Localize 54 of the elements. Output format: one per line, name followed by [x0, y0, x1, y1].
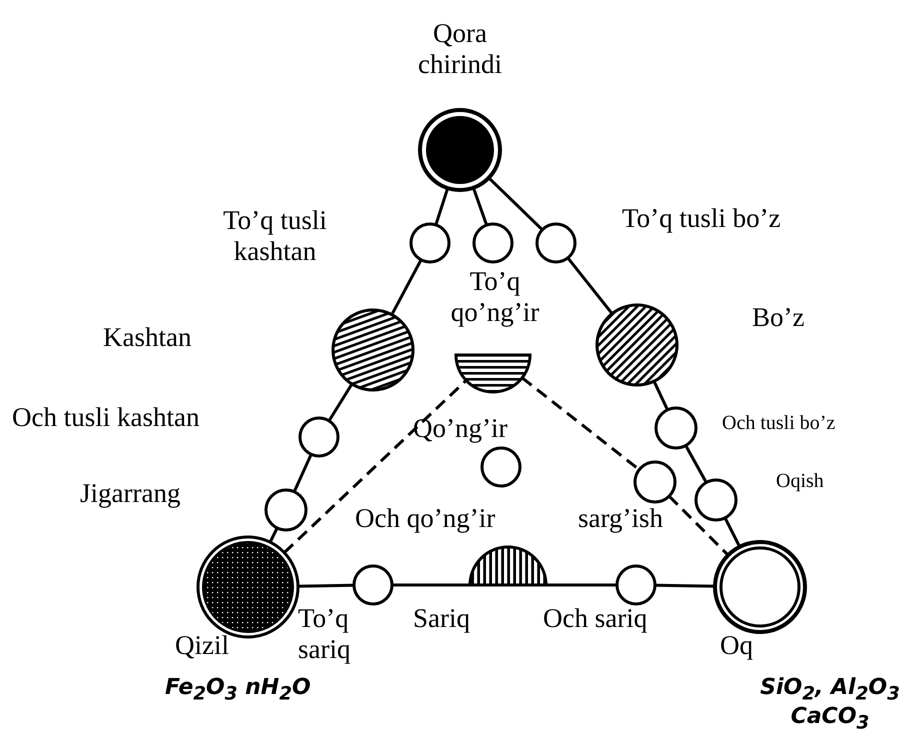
soil-color-label: Sariq	[413, 603, 470, 634]
soil-color-label: Och sariq	[543, 603, 648, 634]
connector-line	[390, 259, 422, 316]
circle-symbol	[472, 222, 514, 264]
connector-line	[684, 444, 708, 484]
connector-line	[566, 256, 614, 315]
connector-line	[392, 584, 470, 586]
circle-symbol	[352, 564, 394, 606]
circle-symbol	[418, 108, 502, 192]
soil-color-label: Qizil	[175, 630, 229, 662]
soil-color-label: To’q qo’ng’ir	[450, 266, 540, 328]
circle-symbol	[634, 460, 676, 504]
soil-color-label: Oqish	[776, 470, 824, 493]
soil-color-label: Och qo’ng’ir	[355, 503, 496, 534]
connector-line	[488, 176, 544, 231]
connector-line	[654, 584, 716, 588]
soil-color-label: Och tusli bo’z	[722, 412, 836, 435]
soil-color-label: Och tusli kashtan	[12, 402, 200, 434]
dashed-line	[668, 495, 730, 556]
soil-color-label: Qora chirindi	[417, 18, 503, 80]
circle-symbol	[713, 540, 807, 634]
soil-color-label: To’q sariq	[298, 603, 352, 666]
soil-color-label: Jigarrang	[80, 478, 180, 510]
soil-color-label: Oq	[720, 630, 753, 662]
connector-line	[328, 383, 354, 422]
connector-line	[652, 380, 669, 411]
formula-label: SiO$_{2}$, Al$_{2}$O$_{3}$ CaCO$_{3}$	[759, 676, 901, 734]
circle-symbol	[654, 406, 698, 450]
soil-color-label: Qo’ng’ir	[413, 413, 508, 444]
connector-line	[472, 187, 488, 226]
soil-color-label: Kashtan	[103, 322, 192, 354]
circle-symbol	[264, 488, 308, 532]
circle-symbol	[536, 222, 576, 264]
connector-line	[434, 188, 450, 226]
connector-line	[268, 527, 278, 543]
soil-color-label: To’q tusli bo’z	[622, 203, 781, 234]
semicircle-symbol	[468, 546, 548, 586]
formula-label: Fe$_{2}$O$_{3}$ nH$_{2}$O	[165, 676, 311, 705]
dashed-line	[283, 379, 468, 554]
circle-symbol	[616, 564, 656, 606]
circle-symbol	[332, 308, 414, 392]
soil-color-label: Bo’z	[752, 302, 804, 334]
soil-color-label: sarg’ish	[578, 503, 663, 534]
connector-line	[724, 517, 742, 548]
circle-symbol	[480, 446, 522, 488]
circle-symbol	[298, 416, 340, 458]
circle-symbol	[694, 478, 738, 522]
circle-symbol	[410, 222, 450, 264]
soil-color-label: To’q tusli kashtan	[222, 205, 328, 268]
connector-line	[292, 454, 313, 492]
semicircle-symbol	[454, 354, 532, 394]
circle-symbol	[596, 304, 678, 386]
connector-line	[546, 584, 617, 586]
connector-line	[298, 584, 354, 588]
